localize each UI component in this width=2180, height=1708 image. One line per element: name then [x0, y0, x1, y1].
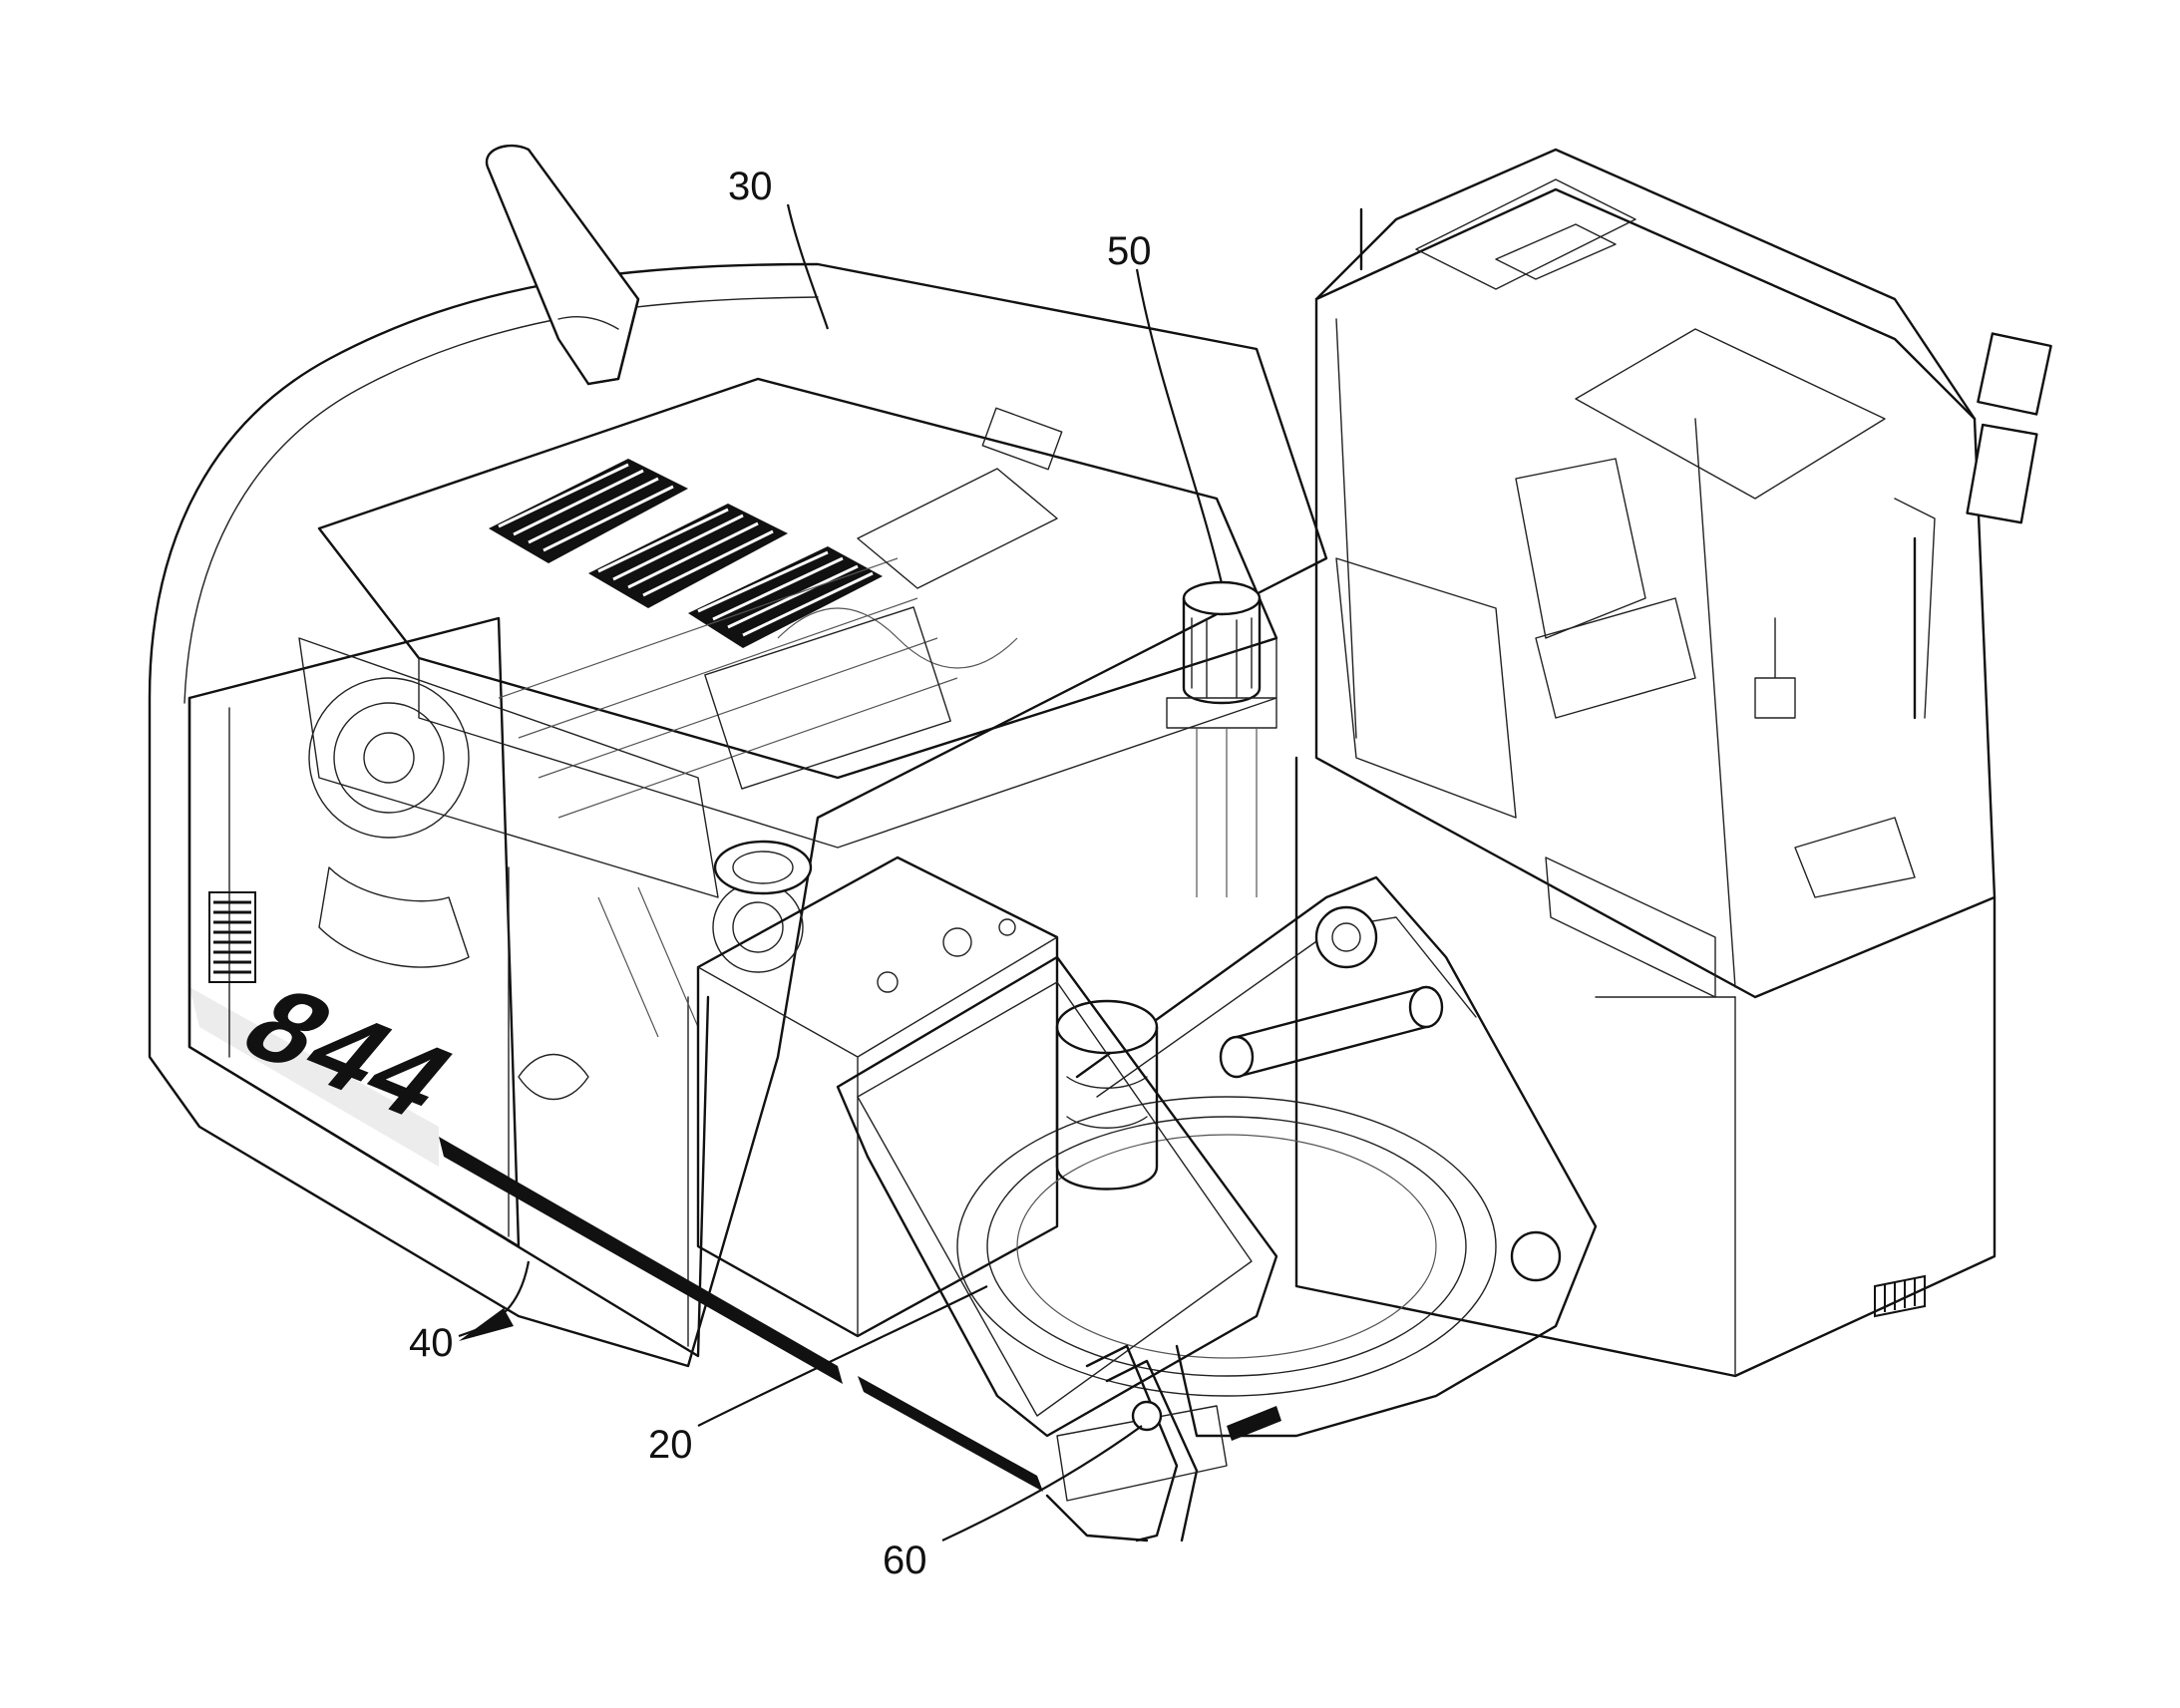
label-40: 40 [409, 1321, 454, 1365]
arrowhead-40 [459, 1308, 514, 1341]
label-20: 20 [648, 1423, 693, 1467]
engine-grille-1 [489, 459, 688, 563]
side-grille [208, 891, 256, 983]
leader-20 [697, 1285, 988, 1427]
operator-cab [1294, 148, 2052, 1378]
leader-60 [941, 1425, 1143, 1541]
engine-cover [298, 144, 1278, 1101]
main-frame [696, 840, 1598, 1438]
engine-grille-2 [588, 504, 788, 608]
label-50: 50 [1107, 229, 1152, 273]
engine-internals [298, 407, 1063, 1101]
leader-50 [1135, 268, 1224, 584]
component-50 [1166, 580, 1277, 897]
leader-30 [786, 203, 830, 330]
model-badge-text: 844 [218, 967, 482, 1139]
label-60: 60 [883, 1538, 927, 1582]
reference-callouts: 30 50 40 20 60 [409, 165, 1224, 1582]
label-30: 30 [728, 165, 773, 208]
component-60-handrail [1045, 1344, 1281, 1542]
